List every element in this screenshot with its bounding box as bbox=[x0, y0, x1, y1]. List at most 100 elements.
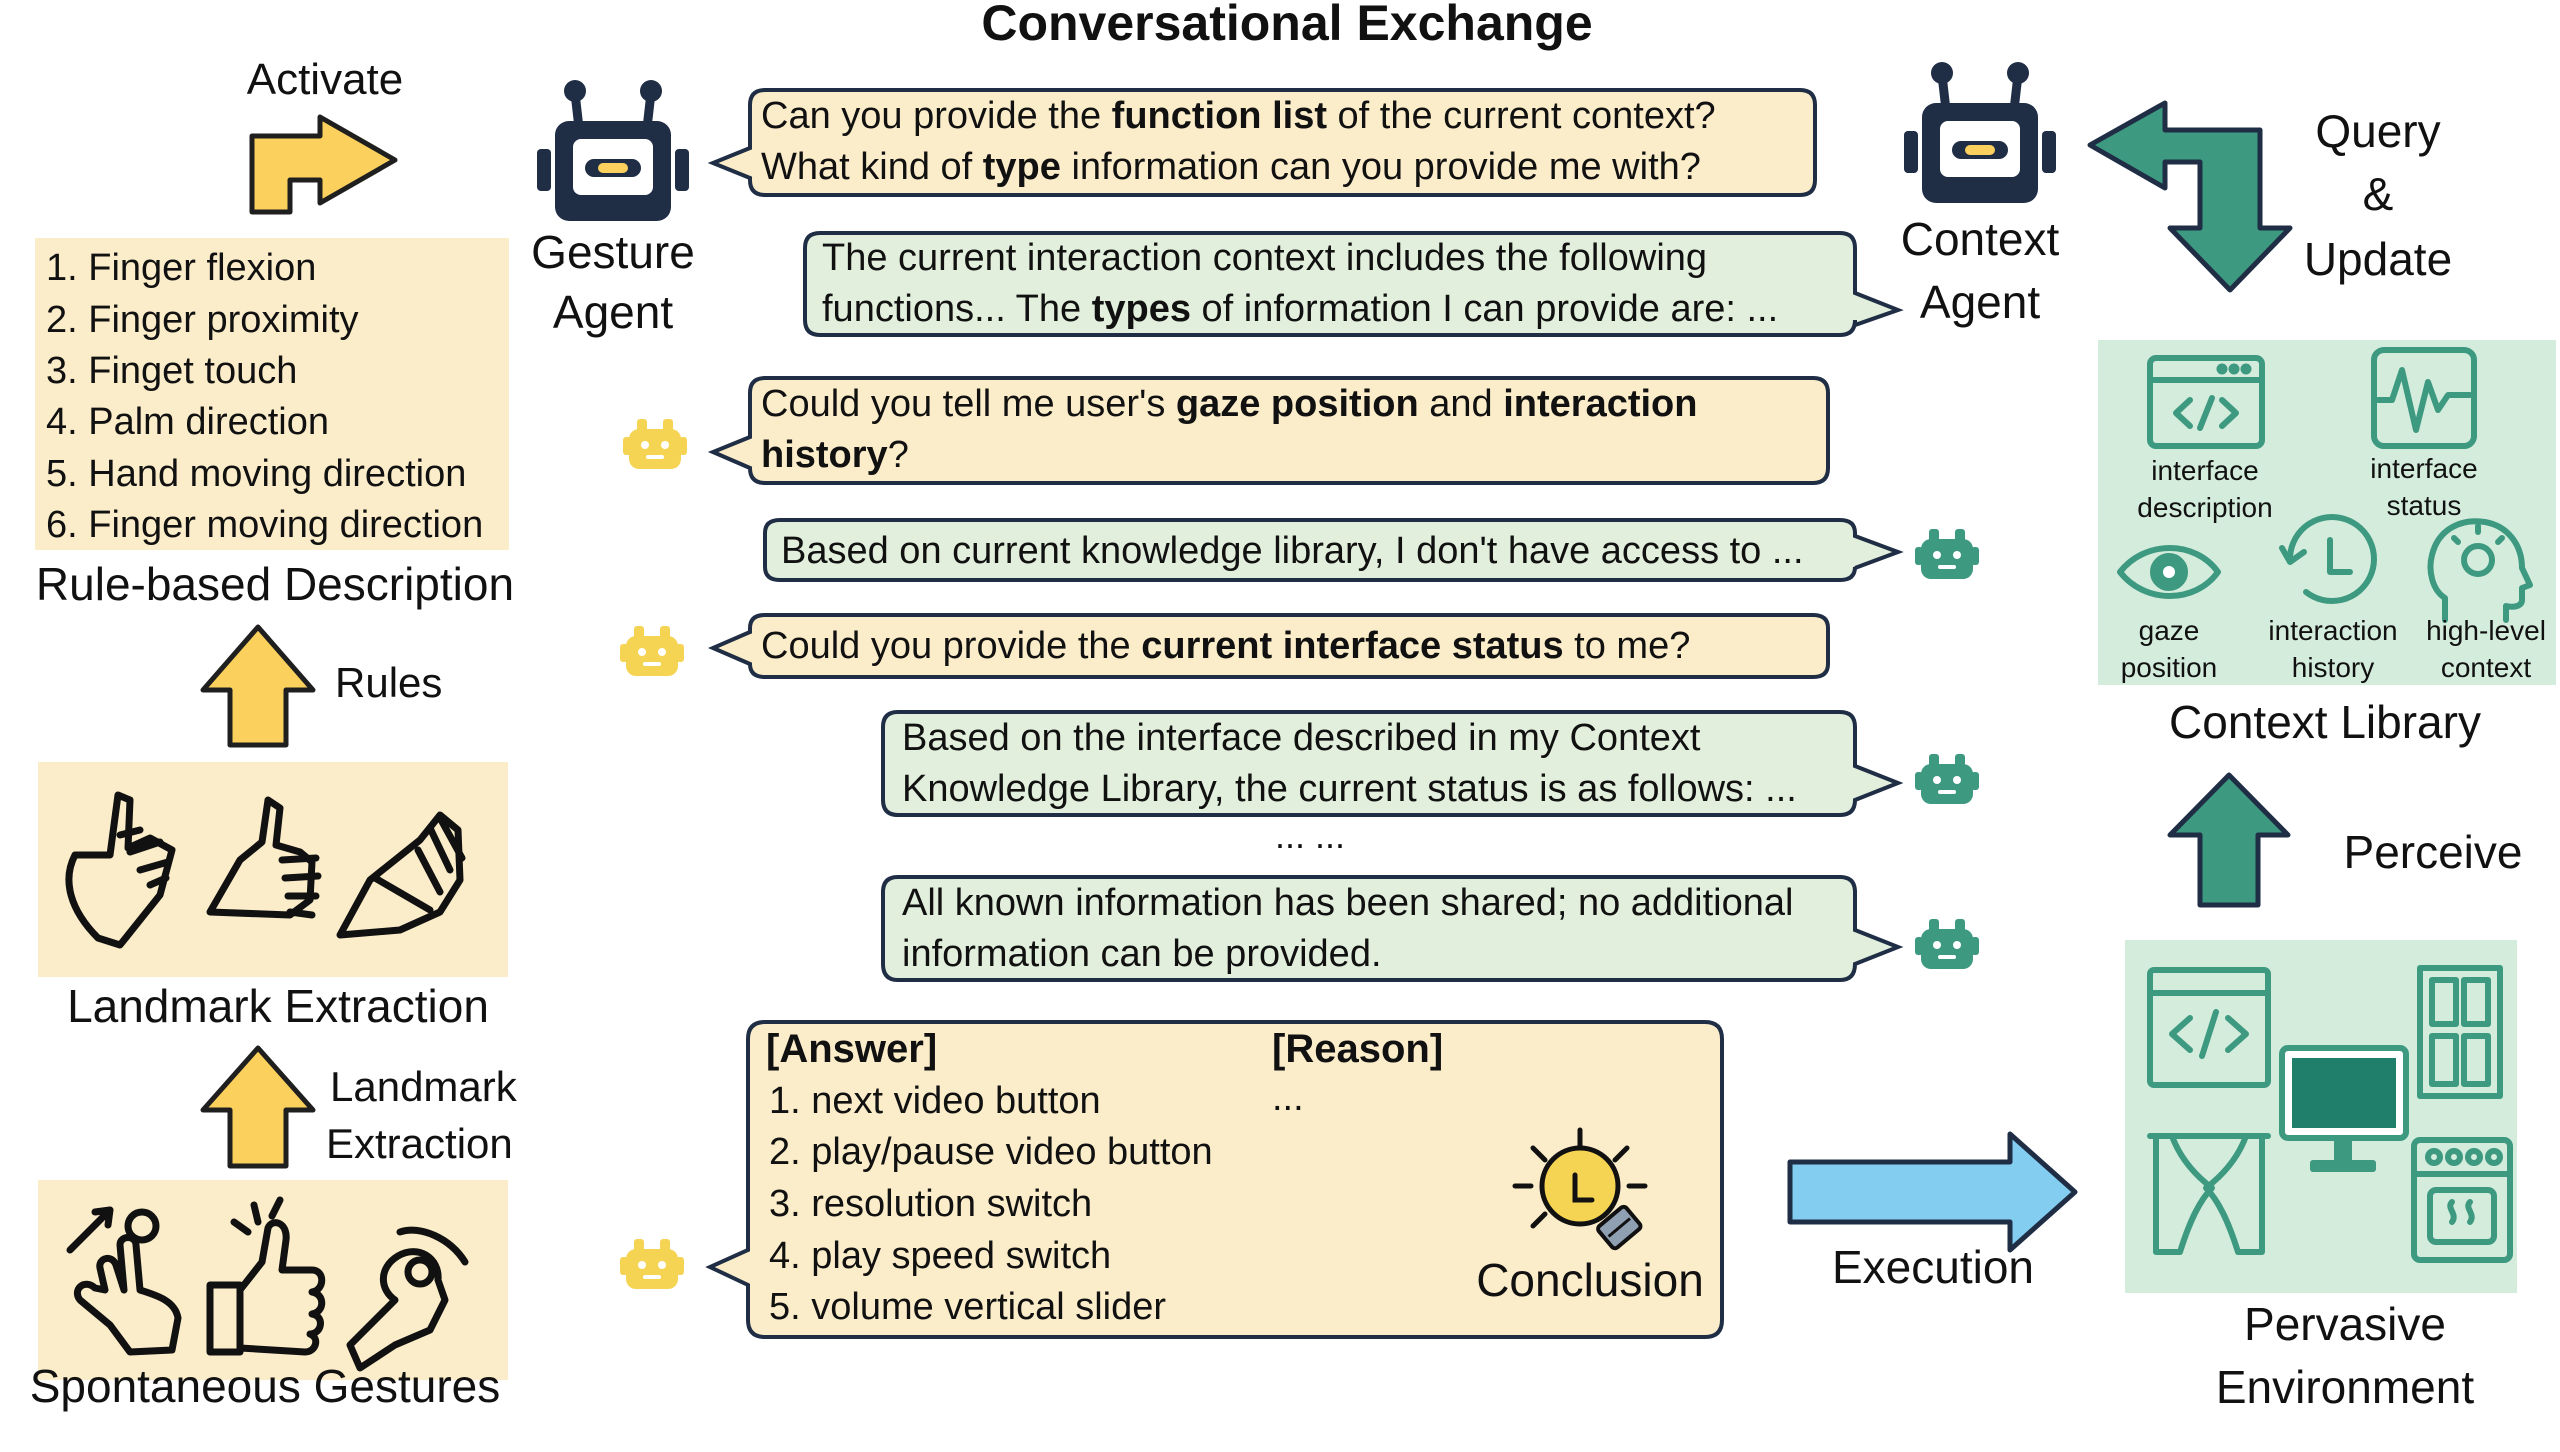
gesture-mini-bot-icon bbox=[620, 1239, 684, 1289]
rule-item: 4. Palm direction bbox=[46, 401, 329, 443]
query-label-2: & bbox=[2363, 168, 2394, 220]
bubble-text-segment: interaction bbox=[1503, 383, 1697, 425]
bubble-answer-conclusion bbox=[705, 1020, 1724, 1339]
gesture-agent-label-1: Gesture bbox=[531, 226, 695, 278]
reason-header: [Reason] bbox=[1272, 1027, 1443, 1071]
bubble-gaze-question-text: Could you tell me user's gaze position a… bbox=[761, 383, 1697, 476]
gesture-agent-label-2: Agent bbox=[553, 286, 673, 338]
rule-item: 3. Finget touch bbox=[46, 350, 297, 392]
bubble-text-segment: of the current context? bbox=[1327, 95, 1716, 137]
activate-arrow bbox=[249, 114, 398, 215]
bubble-text-segment: and bbox=[1419, 383, 1504, 425]
door-cabinet-icon bbox=[2417, 965, 2503, 1099]
perceive-arrow bbox=[2167, 772, 2291, 908]
answer-item: 4. play speed switch bbox=[769, 1235, 1111, 1277]
context-agent-label-1: Context bbox=[1901, 213, 2060, 265]
conclusion-label: Conclusion bbox=[1476, 1254, 1704, 1306]
query-label-3: Update bbox=[2304, 233, 2452, 285]
gesture-mini-bot-icon bbox=[623, 419, 687, 469]
library-item-label: high-level bbox=[2426, 615, 2546, 646]
reason-text: ... bbox=[1272, 1077, 1304, 1119]
context-library-caption: Context Library bbox=[2169, 696, 2481, 748]
landmark-arrow-label-2: Extraction bbox=[326, 1120, 513, 1167]
bubble-text-segment: functions... The bbox=[822, 288, 1092, 330]
rule-item: 2. Finger proximity bbox=[46, 299, 359, 341]
gesture-agent-robot-icon bbox=[537, 80, 689, 221]
bubble-text-segment: function list bbox=[1112, 95, 1328, 137]
bubble-interface-status-question bbox=[707, 613, 1830, 679]
bubble-all-shared-text: All known information has been shared; n… bbox=[902, 882, 1793, 975]
spontaneous-gestures-icon bbox=[66, 1196, 469, 1372]
waveform-icon bbox=[2371, 347, 2477, 449]
library-item-label: history bbox=[2292, 652, 2374, 683]
code-window-icon bbox=[2147, 355, 2265, 449]
bubble-interface-status-text: Could you provide the current interface … bbox=[761, 625, 1690, 667]
activate-label: Activate bbox=[247, 55, 404, 104]
gesture-mini-bot-icon bbox=[620, 626, 684, 676]
bubble-text-segment: Based on the interface described in my C… bbox=[902, 717, 1701, 759]
bubble-all-shared-answer bbox=[881, 875, 1904, 982]
query-update-arrow bbox=[2087, 100, 2293, 293]
bubble-text-segment: type bbox=[983, 146, 1061, 188]
bubble-text-segment: gaze position bbox=[1176, 383, 1419, 425]
library-item-label: position bbox=[2121, 652, 2218, 683]
head-bulb-icon bbox=[2427, 518, 2533, 623]
bubble-text-segment: Based on current knowledge library, I do… bbox=[781, 530, 1804, 572]
landmark-arrow-label-1: Landmark bbox=[330, 1063, 518, 1110]
rules-arrow bbox=[200, 624, 316, 748]
bubble-no-access-text: Based on current knowledge library, I do… bbox=[781, 530, 1804, 572]
bubble-text-segment: information can be provided. bbox=[902, 933, 1382, 975]
rule-item: 6. Finger moving direction bbox=[46, 504, 483, 546]
execution-arrow bbox=[1787, 1131, 2078, 1253]
answer-item: 1. next video button bbox=[769, 1080, 1101, 1122]
rule-item: 5. Hand moving direction bbox=[46, 453, 466, 495]
ellipsis-text: ... ... bbox=[1275, 815, 1345, 856]
rule-list-box bbox=[35, 238, 509, 550]
context-agent-robot-icon bbox=[1904, 62, 2056, 203]
library-item-label: interaction bbox=[2268, 615, 2397, 646]
bubble-gaze-question bbox=[707, 376, 1830, 485]
execution-label: Execution bbox=[1832, 1241, 2034, 1293]
library-item-label: interface bbox=[2151, 455, 2258, 486]
rules-label: Rules bbox=[335, 659, 442, 706]
bubble-text-segment: of information I can provide are: ... bbox=[1191, 288, 1778, 330]
eye-icon bbox=[2117, 545, 2221, 599]
landmark-extraction-arrow bbox=[200, 1045, 316, 1169]
rule-based-caption: Rule-based Description bbox=[36, 558, 514, 610]
bubble-text-segment: Knowledge Library, the current status is… bbox=[902, 768, 1797, 810]
context-library-panel bbox=[2098, 340, 2556, 685]
rule-list: 1. Finger flexion 2. Finger proximity 3.… bbox=[46, 247, 483, 546]
bubble-text-segment: Could you provide the bbox=[761, 625, 1141, 667]
library-item-label: gaze bbox=[2139, 615, 2200, 646]
context-agent-label-2: Agent bbox=[1920, 276, 2040, 328]
bubble-status-answer-text: Based on the interface described in my C… bbox=[902, 717, 1797, 810]
context-mini-bot-icon bbox=[1915, 919, 1979, 969]
bubble-text-segment: All known information has been shared; n… bbox=[902, 882, 1793, 924]
lightbulb-icon bbox=[1512, 1127, 1648, 1251]
history-clock-icon bbox=[2279, 514, 2377, 604]
library-item-label: interface bbox=[2370, 453, 2477, 484]
diagram-title: Conversational Exchange bbox=[981, 0, 1592, 51]
library-item-label: context bbox=[2441, 652, 2531, 683]
perceive-label: Perceive bbox=[2344, 826, 2523, 878]
context-mini-bot-icon bbox=[1915, 754, 1979, 804]
answer-item: 3. resolution switch bbox=[769, 1183, 1092, 1225]
bubble-text-segment: current interface status bbox=[1141, 625, 1563, 667]
library-item-label: status bbox=[2387, 490, 2462, 521]
gestures-caption: Spontaneous Gestures bbox=[30, 1360, 501, 1412]
monitor-icon bbox=[2279, 1045, 2409, 1172]
bubble-text-segment: information can you provide me with? bbox=[1061, 146, 1701, 188]
context-mini-bot-icon bbox=[1915, 529, 1979, 579]
code-window-icon bbox=[2147, 967, 2271, 1088]
bubble-text-segment: What kind of bbox=[761, 146, 983, 188]
rule-item: 1. Finger flexion bbox=[46, 247, 316, 289]
bubble-text-segment: history bbox=[761, 434, 888, 476]
bubble-text-segment: types bbox=[1092, 288, 1191, 330]
bubble-function-list-text: Can you provide the function list of the… bbox=[761, 95, 1716, 188]
landmark-caption: Landmark Extraction bbox=[67, 980, 489, 1032]
environment-caption-2: Environment bbox=[2216, 1361, 2474, 1413]
bubble-text-segment: Can you provide the bbox=[761, 95, 1112, 137]
landmark-hands-icon bbox=[65, 791, 466, 949]
answer-item: 5. volume vertical slider bbox=[769, 1286, 1166, 1328]
